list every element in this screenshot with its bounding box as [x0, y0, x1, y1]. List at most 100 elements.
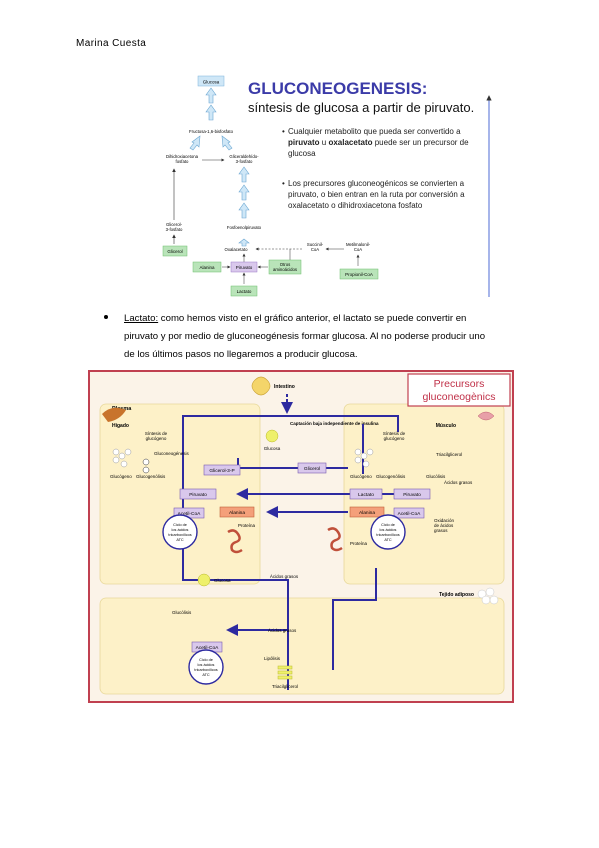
svg-text:Piruvato: Piruvato: [403, 492, 421, 498]
svg-text:tricarboxílicos: tricarboxílicos: [194, 668, 217, 672]
svg-text:Lactato: Lactato: [237, 289, 252, 294]
g3p-label-2: 3-fosfato: [236, 159, 253, 164]
lactato-paragraph: Lactato: como hemos visto en el gráfico …: [124, 313, 486, 360]
alanina-node-liver: [219, 506, 255, 518]
author-name: Marina Cuesta: [76, 38, 147, 49]
tejido-box: [99, 597, 505, 695]
svg-text:Propionil-CoA: Propionil-CoA: [345, 272, 373, 277]
succinil-label-1: Succinil-: [307, 242, 324, 247]
musculo-label: Músculo: [436, 423, 456, 429]
glucogenolisis-label: Glucogenólisis: [136, 474, 166, 479]
captacion-label: Captación baja independiente de insulina: [290, 421, 379, 426]
liver-icon: [102, 407, 126, 422]
svg-text:los ácidos: los ácidos: [172, 528, 189, 532]
higado-label: Hígado: [112, 423, 129, 429]
svg-text:ATC: ATC: [202, 673, 210, 677]
svg-text:Glicerol: Glicerol: [304, 466, 320, 472]
bottom-arrows: [222, 265, 268, 284]
bullet1-line1: Cualquier metabolito que pueda ser conve…: [288, 127, 461, 136]
acidos-label-m: Ácidos grasos: [444, 479, 473, 485]
svg-text:Acetil-CoA: Acetil-CoA: [196, 645, 219, 651]
svg-text:ATC: ATC: [176, 538, 184, 542]
glicerol3p-node: [203, 464, 241, 476]
lipolisis-label: Lipólisis: [264, 656, 281, 661]
glucolisis-label-adipose: Glucólisis: [172, 610, 192, 615]
svg-text:tricarboxílicos: tricarboxílicos: [168, 533, 191, 537]
lactato-term: Lactato:: [124, 313, 159, 324]
otros-node: [268, 259, 302, 275]
oxidacion-label-3: grasos: [434, 528, 448, 533]
figure1-title: GLUCONEOGENESIS:: [248, 79, 427, 98]
triacil-label-adipose: Triacilglicerol: [272, 684, 298, 689]
bullet-mark: •: [282, 127, 285, 136]
glucogeno-label: Glucógeno: [110, 474, 132, 479]
muscle-icon: [477, 411, 495, 421]
gluconeogenesis-figure: GLUCONEOGENESIS: síntesis de glucosa a p…: [160, 72, 500, 302]
glicerol3p-label-2: 3-fosfato: [166, 227, 183, 232]
acetilcoa-node-muscle: [393, 507, 425, 519]
svg-text:Otros: Otros: [280, 262, 291, 267]
sintesis-label-1: Síntesis de: [145, 431, 168, 436]
intestine-icon: [251, 376, 271, 396]
svg-text:Acetil-CoA: Acetil-CoA: [178, 511, 201, 517]
piruvato-node-liver: [179, 488, 217, 500]
svg-text:Alanina: Alanina: [229, 510, 245, 516]
protein-icon-m: [327, 527, 343, 552]
pathway-arrows-top: [205, 87, 217, 121]
protein-icon: [227, 529, 243, 554]
dhap-label-2: fosfato: [176, 159, 190, 164]
bullet1-line3: glucosa: [288, 149, 316, 158]
precursors-figure: Precursors gluconeogènics Plasma Intesti…: [88, 370, 514, 703]
lactato-node-muscle: [349, 488, 383, 500]
gluconeo-label: Gluconeogénesis: [154, 451, 190, 456]
minus-icon: [142, 458, 150, 466]
oxidacion-label-1: Oxidación: [434, 518, 455, 523]
glucose-icon: [265, 429, 279, 443]
list-bullet: [104, 315, 108, 319]
glycogen-icon: [112, 448, 132, 468]
svg-text:Glucosa: Glucosa: [203, 80, 220, 85]
intestino-label: Intestino: [274, 384, 295, 390]
glicerol-node: [297, 462, 327, 474]
svg-text:los ácidos: los ácidos: [380, 528, 397, 532]
bullet2-line3: oxalacetato o dihidroxiacetona fosfato: [288, 201, 423, 210]
glucosa-label-adipose: Glucosa: [214, 578, 231, 583]
svg-text:Piruvato: Piruvato: [236, 265, 253, 270]
plus-icon: [142, 466, 150, 474]
bullet1-line2: piruvato u oxalacetato puede ser un prec…: [288, 138, 469, 147]
figure2-title-box: [407, 373, 511, 407]
oxalacetato-label: Oxalacetato: [225, 247, 249, 252]
svg-text:Piruvato: Piruvato: [189, 492, 207, 498]
figure1-subtitle: síntesis de glucosa a partir de piruvato…: [248, 100, 474, 115]
tejido-label: Tejido adiposo: [439, 592, 474, 598]
sintesis-label-2: glucógeno: [146, 436, 167, 441]
bullet-mark: •: [282, 179, 285, 188]
svg-text:Acetil-CoA: Acetil-CoA: [398, 511, 421, 517]
triacil-icon: [277, 665, 293, 680]
piruvato-node: [230, 261, 258, 273]
proteina-label-liver: Proteína: [238, 523, 256, 528]
pathway-arrows-mid: [238, 166, 250, 219]
svg-text:Ciclo de: Ciclo de: [199, 658, 213, 662]
proteina-label-m: Proteína: [350, 541, 368, 546]
svg-text:los ácidos: los ácidos: [198, 663, 215, 667]
oxidacion-label-2: de ácidos: [434, 523, 454, 528]
acidos-label-center: Ácidos grasos: [270, 573, 299, 579]
glucosa-node: [197, 75, 225, 87]
svg-text:Alanina: Alanina: [359, 510, 375, 516]
fructosa-label: Fructosa-1,6-bisfosfato: [189, 129, 234, 134]
tca-cycle-muscle: [370, 514, 406, 550]
piruvato-node-muscle: [393, 488, 431, 500]
svg-text:Alanina: Alanina: [199, 265, 215, 270]
glucogenolisis-label-m: Glucogenólisis: [376, 474, 406, 479]
bullet2-line2: piruvato, o bien entran en la ruta por c…: [288, 190, 465, 199]
svg-text:ATC: ATC: [384, 538, 392, 542]
glicerol-node: [162, 245, 188, 257]
svg-text:Glicerol: Glicerol: [167, 249, 182, 254]
glycogen-icon-muscle: [354, 448, 374, 468]
succinil-label-2: CoA: [311, 247, 319, 252]
svg-text:Glicerol-3-P: Glicerol-3-P: [209, 468, 234, 474]
metil-label-2: CoA: [354, 247, 362, 252]
alanina-node-muscle: [349, 506, 385, 518]
sintesis-label-m1: Síntesis de: [383, 431, 406, 436]
